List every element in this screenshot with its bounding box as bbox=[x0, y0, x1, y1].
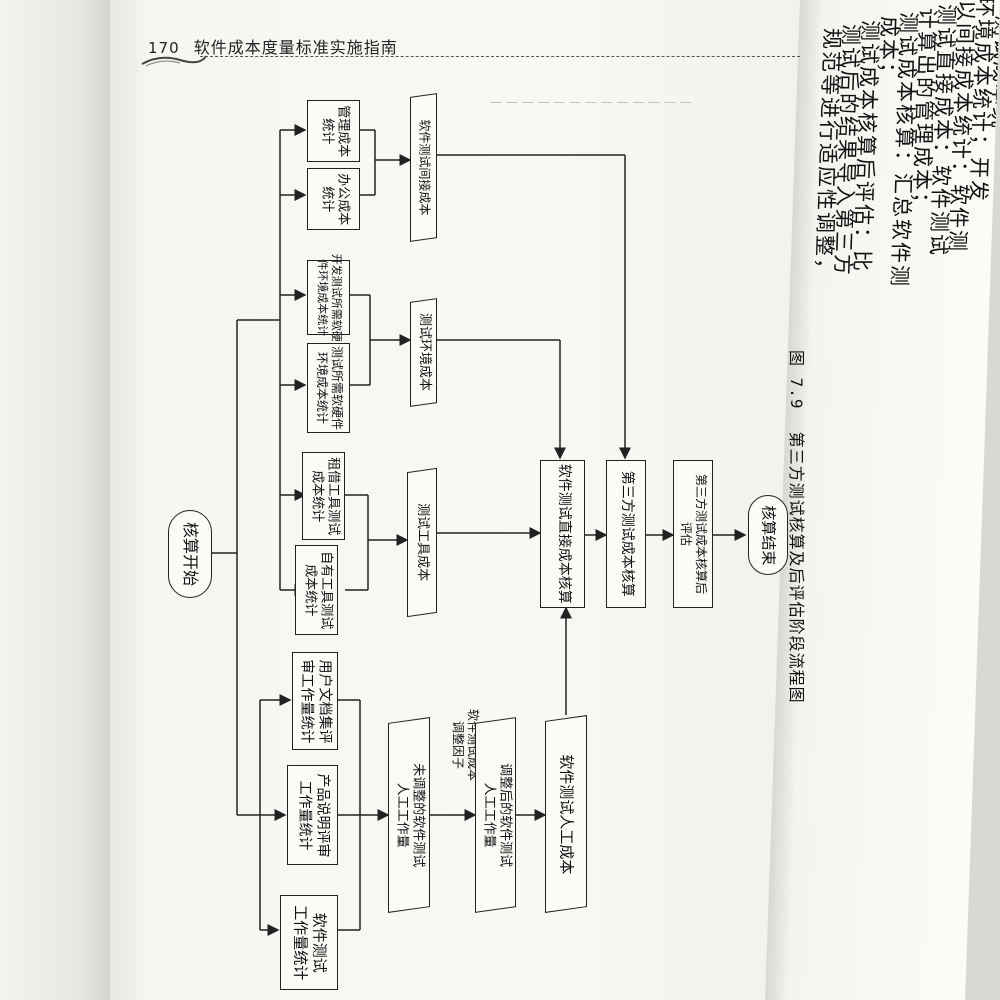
mgmt-cost-stats-label: 管理成本统计 bbox=[318, 104, 350, 158]
figure-caption: 图 7.9 第三方测试核算及后评估阶段流程图 bbox=[786, 350, 810, 704]
office-cost-stats-box: 办公成本统计 bbox=[307, 168, 360, 230]
end-terminal: 核算结束 bbox=[748, 495, 788, 575]
direct-cost-calc-box: 软件测试直接成本核算 bbox=[540, 460, 585, 608]
page-number: 170 bbox=[148, 39, 180, 57]
end-label: 核算结束 bbox=[759, 504, 778, 566]
test-workload-stats-label: 软件测试工作量统计 bbox=[291, 904, 328, 981]
third-party-calc-label: 第三方测试成本核算 bbox=[618, 471, 635, 597]
tool-cost-data: 测试工具成本 bbox=[407, 467, 437, 618]
running-head: 170 软件成本度量标准实施指南 bbox=[148, 34, 398, 58]
own-tool-stats-label: 自有工具测试成本统计 bbox=[301, 550, 333, 630]
tool-cost-label: 测试工具成本 bbox=[415, 503, 431, 582]
header-rule bbox=[200, 56, 800, 57]
mgmt-cost-stats-box: 管理成本统计 bbox=[307, 100, 360, 162]
dev-env-stats-label: 开发测试所需软硬件环境成本统计 bbox=[315, 253, 343, 342]
own-tool-stats-box: 自有工具测试成本统计 bbox=[295, 545, 338, 635]
direct-cost-calc-label: 软件测试直接成本核算 bbox=[555, 464, 572, 604]
office-cost-stats-label: 办公成本统计 bbox=[318, 172, 350, 226]
test-env-stats-box: 测试所需软硬件环境成本统计 bbox=[307, 343, 350, 433]
doc-review-stats-box: 用户文档集评审工作量统计 bbox=[292, 652, 338, 750]
test-env-stats-label: 测试所需软硬件环境成本统计 bbox=[314, 345, 344, 431]
indirect-cost-data: 软件测试间接成本 bbox=[410, 93, 437, 242]
post-eval-box: 第三方测试成本核算后评估 bbox=[673, 460, 713, 608]
left-page-edge bbox=[0, 0, 118, 1000]
labor-cost-label: 软件测试人工成本 bbox=[557, 753, 576, 875]
start-terminal: 核算开始 bbox=[168, 510, 212, 598]
rent-tool-stats-label: 租借工具测试成本统计 bbox=[308, 456, 340, 536]
adjusted-labor-label: 调整后的软件测试人工工作量 bbox=[480, 762, 512, 868]
indirect-cost-label: 软件测试间接成本 bbox=[417, 119, 432, 216]
spec-review-stats-box: 产品说明评审工作量统计 bbox=[287, 765, 338, 865]
figure-caption-text: 第三方测试核算及后评估阶段流程图 bbox=[787, 431, 806, 704]
rent-tool-stats-box: 租借工具测试成本统计 bbox=[302, 452, 345, 540]
env-cost-data: 测试环境成本 bbox=[410, 298, 437, 407]
figure-number: 图 7.9 bbox=[787, 350, 806, 410]
start-label: 核算开始 bbox=[181, 521, 201, 587]
unadjusted-labor-label: 未调整的软件测试人工工作量 bbox=[394, 762, 426, 868]
book-title: 软件成本度量标准实施指南 bbox=[193, 38, 398, 57]
dev-env-stats-box: 开发测试所需软硬件环境成本统计 bbox=[307, 254, 350, 342]
test-workload-stats-box: 软件测试工作量统计 bbox=[280, 895, 338, 990]
header-ornament-icon bbox=[141, 55, 207, 67]
env-cost-label: 测试环境成本 bbox=[416, 313, 432, 392]
spec-review-stats-label: 产品说明评审工作量统计 bbox=[296, 773, 331, 857]
labor-cost-data: 软件测试人工成本 bbox=[545, 715, 587, 913]
bleed-through-text: — — — — — — — — — — — — — bbox=[490, 95, 692, 109]
third-party-calc-box: 第三方测试成本核算 bbox=[606, 460, 646, 608]
adjusted-labor-data: 调整后的软件测试人工工作量 bbox=[475, 717, 516, 913]
post-eval-label: 第三方测试成本核算后评估 bbox=[679, 473, 709, 595]
doc-review-stats-label: 用户文档集评审工作量统计 bbox=[299, 659, 333, 743]
unadjusted-labor-data: 未调整的软件测试人工工作量 bbox=[388, 717, 430, 913]
